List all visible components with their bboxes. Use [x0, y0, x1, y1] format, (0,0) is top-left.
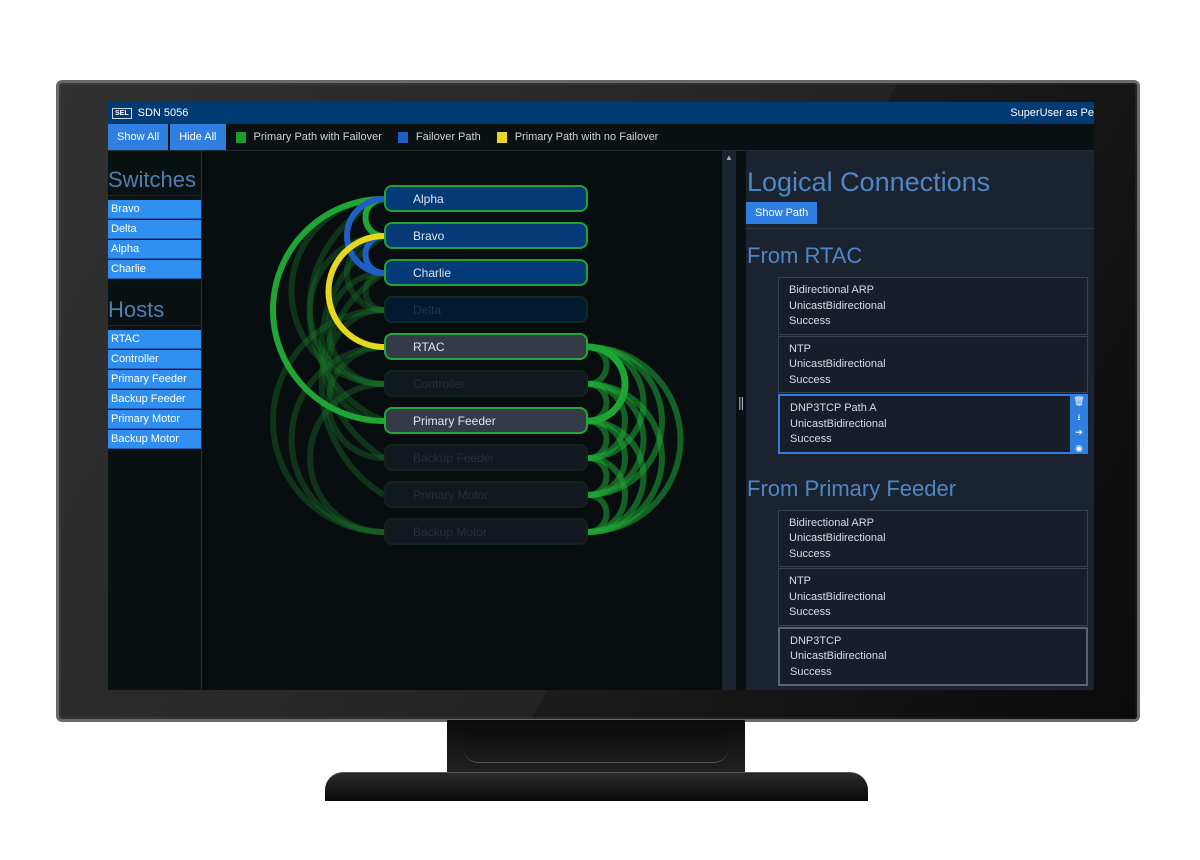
connection-type: UnicastBidirectional: [789, 299, 886, 312]
node-controller[interactable]: Controller: [384, 370, 588, 397]
hosts-heading: Hosts: [108, 297, 201, 326]
connection-status: Success: [789, 315, 831, 327]
sidebar-item-switch[interactable]: Alpha: [108, 240, 201, 259]
node-rtac[interactable]: RTAC: [384, 333, 588, 360]
sidebar-item-switch[interactable]: Bravo: [108, 200, 201, 219]
connection-name: NTP: [789, 342, 811, 355]
yellow-swatch-icon: [496, 131, 507, 143]
connection-arcs: [270, 196, 684, 535]
sel-logo: SEL: [112, 107, 132, 119]
eye-icon[interactable]: ◉: [1075, 442, 1083, 453]
sidebar-item-host[interactable]: Primary Feeder: [108, 370, 201, 389]
divider: [746, 228, 1094, 229]
connection-item-selected[interactable]: DNP3TCP Path A UnicastBidirectional Succ…: [778, 394, 1088, 454]
connection-item[interactable]: Bidirectional ARP UnicastBidirectional S…: [778, 509, 1088, 567]
node-charlie[interactable]: Charlie: [384, 259, 588, 286]
connection-name: DNP3TCP: [790, 634, 842, 647]
connection-name: Bidirectional ARP: [789, 284, 874, 296]
node-primary-feeder[interactable]: Primary Feeder: [384, 407, 588, 434]
sidebar-item-host[interactable]: Backup Motor: [108, 430, 201, 449]
connection-name: NTP: [789, 575, 811, 587]
sidebar-item-host[interactable]: Backup Feeder: [108, 390, 201, 409]
group-heading-primary-feeder: From Primary Feeder: [747, 475, 957, 501]
panel-splitter[interactable]: ||: [736, 151, 746, 690]
legend-primary-no-failover: Primary Path with no Failover: [496, 131, 659, 143]
connection-item[interactable]: DNP3TCP UnicastBidirectional Success: [778, 626, 1088, 686]
legend-label: Primary Path with no Failover: [514, 131, 659, 143]
toolbar: Show All Hide All Primary Path with Fail…: [108, 124, 1094, 151]
title-bar: SEL SDN 5056 SuperUser as Pe: [108, 102, 1094, 124]
device-sidebar: Switches Bravo Delta Alpha Charlie Hosts…: [108, 151, 202, 690]
group-heading-rtac: From RTAC: [747, 243, 863, 268]
blue-swatch-icon: [397, 131, 408, 143]
connection-status: Success: [789, 606, 831, 618]
connection-type: UnicastBidirectional: [789, 358, 886, 370]
node-delta[interactable]: Delta: [384, 296, 588, 323]
monitor-base: [325, 772, 868, 801]
panel-title: Logical Connections: [747, 167, 991, 197]
canvas-scrollbar[interactable]: ▲: [722, 151, 736, 690]
app-title: SDN 5056: [137, 107, 189, 119]
grip-handle-icon[interactable]: ||: [738, 394, 744, 410]
connection-type: UnicastBidirectional: [790, 650, 887, 662]
connection-status: Success: [790, 665, 832, 678]
connection-type: UnicastBidirectional: [789, 590, 886, 603]
sidebar-item-host[interactable]: RTAC: [108, 330, 201, 349]
hide-all-button[interactable]: Hide All: [170, 124, 226, 150]
connection-type: UnicastBidirectional: [790, 417, 887, 430]
monitor-neck: [447, 720, 745, 775]
connection-actions: 🗑 ⭳ ➔ ◉: [1070, 394, 1088, 454]
logical-connections-panel: Logical Connections Show Path From RTAC …: [746, 151, 1094, 690]
connection-status: Success: [789, 547, 831, 560]
connection-name: Bidirectional ARP: [789, 516, 874, 529]
connection-status: Success: [789, 373, 831, 386]
trash-icon[interactable]: 🗑: [1073, 396, 1085, 406]
show-path-button[interactable]: Show Path: [746, 202, 818, 224]
sidebar-item-switch[interactable]: Charlie: [108, 260, 201, 279]
app-window: SEL SDN 5056 SuperUser as Pe Show All Hi…: [108, 102, 1094, 690]
connection-type: UnicastBidirectional: [789, 532, 886, 544]
download-icon[interactable]: ⭳: [1077, 411, 1081, 422]
green-swatch-icon: [235, 131, 246, 143]
legend-primary-with-failover: Primary Path with Failover: [235, 131, 382, 143]
node-backup-motor[interactable]: Backup Motor: [384, 518, 588, 545]
connection-name: DNP3TCP Path A: [790, 402, 877, 414]
legend-label: Failover Path: [415, 131, 481, 143]
node-alpha[interactable]: Alpha: [384, 185, 588, 212]
sidebar-item-switch[interactable]: Delta: [108, 220, 201, 239]
scroll-up-arrow-icon[interactable]: ▲: [725, 153, 733, 162]
legend-label: Primary Path with Failover: [253, 131, 382, 143]
user-label[interactable]: SuperUser as Pe: [1010, 107, 1094, 119]
topology-canvas[interactable]: Alpha Bravo Charlie Delta RTAC Controlle…: [202, 151, 722, 690]
node-bravo[interactable]: Bravo: [384, 222, 588, 249]
node-primary-motor[interactable]: Primary Motor: [384, 481, 588, 508]
legend-failover-path: Failover Path: [397, 131, 481, 143]
connection-item[interactable]: NTP UnicastBidirectional Success: [778, 335, 1088, 393]
show-all-button[interactable]: Show All: [108, 124, 169, 150]
connection-item[interactable]: Bidirectional ARP UnicastBidirectional S…: [778, 277, 1088, 335]
arrow-right-icon[interactable]: ➔: [1075, 427, 1083, 437]
sidebar-item-host[interactable]: Controller: [108, 350, 201, 369]
connection-status: Success: [790, 433, 832, 445]
switches-heading: Switches: [108, 167, 201, 196]
sidebar-item-host[interactable]: Primary Motor: [108, 410, 201, 429]
connection-item[interactable]: NTP UnicastBidirectional Success: [778, 568, 1088, 626]
node-backup-feeder[interactable]: Backup Feeder: [384, 444, 588, 471]
